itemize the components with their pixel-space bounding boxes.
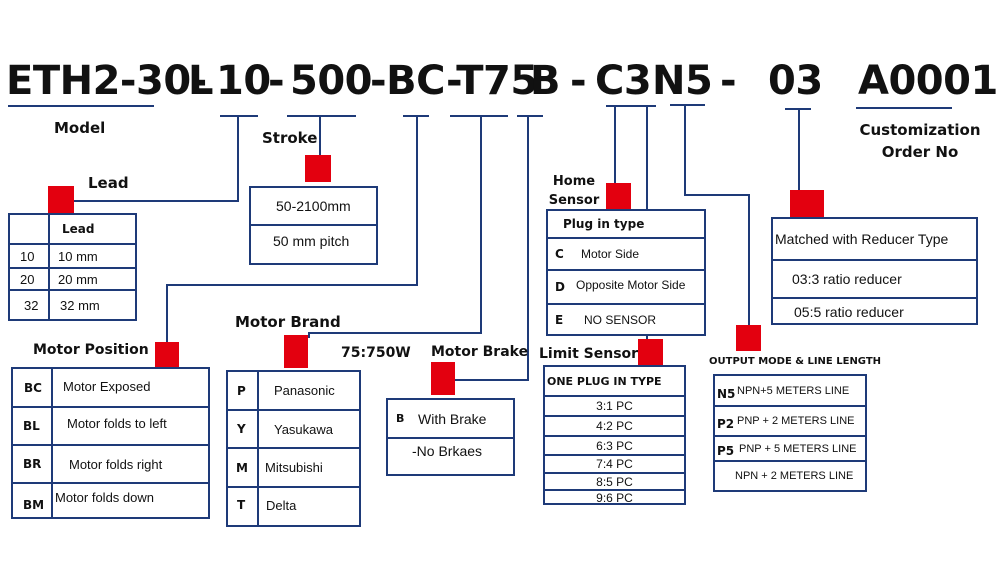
table-row: P2 PNP + 2 METERS LINE [715, 405, 865, 435]
reducer-table: Matched with Reducer Type 03:3 ratio red… [771, 217, 978, 325]
motor-position-connector [166, 116, 418, 344]
label-customization: Customization Order No [855, 119, 985, 163]
marker-limit-sensor [638, 339, 663, 365]
code-motor-brand: -T75 [446, 58, 538, 104]
table-row: 50 mm pitch [251, 224, 376, 256]
table-row: P5 PNP + 5 METERS LINE [715, 435, 865, 460]
code-lead-prefix: L [188, 58, 214, 104]
reducer-table-header: Matched with Reducer Type [775, 231, 949, 247]
label-customization-line2: Order No [881, 143, 959, 161]
label-motor-brand: Motor Brand [235, 313, 341, 331]
table-row: 9:6 PC [545, 489, 684, 505]
table-row: 50-2100mm [276, 198, 351, 214]
table-row: 4:2 PC [545, 415, 684, 435]
table-row: B With Brake [396, 410, 487, 427]
table-row: -No Brkaes [388, 437, 513, 474]
table-row: 20 20 mm [10, 267, 135, 289]
brake-connector [455, 116, 529, 381]
label-customization-line1: Customization [859, 121, 981, 139]
table-row: M Mitsubishi [228, 447, 359, 486]
marker-reducer [790, 190, 824, 217]
table-row: 3:1 PC [545, 395, 684, 415]
code-lead: 10 [216, 58, 271, 104]
motor-brand-table: P Panasonic Y Yasukawa M Mitsubishi T De… [226, 370, 361, 527]
table-row: 6:3 PC [545, 435, 684, 454]
table-row: 8:5 PC [545, 472, 684, 489]
table-row: T Delta [228, 486, 359, 525]
table-row: 05:5 ratio reducer [773, 297, 976, 325]
label-motor-power: 75:750W [341, 345, 411, 361]
table-row: Y Yasukawa [228, 409, 359, 447]
table-row: C Motor Side [548, 237, 704, 269]
limit-sensor-table-header: ONE PLUG IN TYPE [547, 374, 662, 388]
label-motor-brake: Motor Brake [431, 344, 529, 360]
marker-motor-brake [431, 362, 455, 395]
code-sensor: C3 [595, 58, 652, 104]
code-sep-2: - [570, 58, 587, 104]
output-connector [684, 105, 750, 325]
code-output: N5 [652, 58, 713, 104]
table-row: D Opposite Motor Side [548, 269, 704, 303]
label-lead: Lead [88, 174, 129, 192]
home-sensor-table: Plug in type C Motor Side D Opposite Mot… [546, 209, 706, 336]
table-row: BL Motor folds to left [13, 406, 208, 444]
table-row: NPN + 2 METERS LINE [715, 460, 865, 490]
marker-home-sensor [606, 183, 631, 210]
label-limit-sensor: Limit Sensor [539, 346, 639, 362]
table-row: 03:3 ratio reducer [773, 259, 976, 297]
marker-motor-brand [284, 335, 308, 368]
label-motor-position: Motor Position [33, 342, 149, 358]
table-row: BR Motor folds right [13, 444, 208, 482]
marker-stroke [305, 155, 331, 182]
code-motor-position: -BC [370, 58, 445, 104]
motor-brake-table: B With Brake -No Brkaes [386, 398, 515, 476]
code-customization: A0001 [858, 58, 998, 104]
code-stroke: 500 [290, 58, 373, 104]
label-model: Model [54, 119, 106, 137]
table-row: BC Motor Exposed [24, 379, 151, 395]
label-output-mode: OUTPUT MODE & LINE LENGTH [709, 356, 882, 367]
code-brake: B [530, 58, 561, 104]
home-sensor-table-header: Plug in type [563, 217, 645, 231]
table-row: P Panasonic [237, 383, 335, 398]
marker-motor-position [155, 342, 179, 368]
code-sep-1: - [268, 58, 285, 104]
table-row: N5 NPN+5 METERS LINE [717, 384, 850, 402]
label-home-sensor-line2: Sensor [548, 193, 600, 208]
label-home-sensor: Home Sensor [548, 172, 600, 210]
table-row: E NO SENSOR [548, 303, 704, 334]
label-home-sensor-line1: Home [552, 174, 596, 189]
limit-sensor-table: ONE PLUG IN TYPE 3:1 PC 4:2 PC 6:3 PC 7:… [543, 365, 686, 505]
table-row: 7:4 PC [545, 454, 684, 472]
code-model: ETH2-30- [6, 58, 207, 104]
table-row: BM Motor folds down [13, 482, 208, 518]
code-sep-3: - [720, 58, 737, 104]
lead-table-header: Lead [62, 222, 95, 236]
stroke-table: 50-2100mm 50 mm pitch [249, 186, 378, 265]
table-row: 32 32 mm [10, 289, 135, 319]
marker-output-mode [736, 325, 761, 351]
label-stroke: Stroke [262, 129, 318, 147]
code-reducer: 03 [768, 58, 823, 104]
marker-lead [48, 186, 74, 213]
table-row: 10 10 mm [10, 243, 135, 267]
lead-table: Lead 10 10 mm 20 20 mm 32 32 mm [8, 213, 137, 321]
output-mode-table: N5 NPN+5 METERS LINE P2 PNP + 2 METERS L… [713, 374, 867, 492]
lead-connector-path [74, 116, 239, 202]
motor-position-table: BC Motor Exposed BL Motor folds to left … [11, 367, 210, 519]
motor-brand-connector [308, 116, 482, 338]
